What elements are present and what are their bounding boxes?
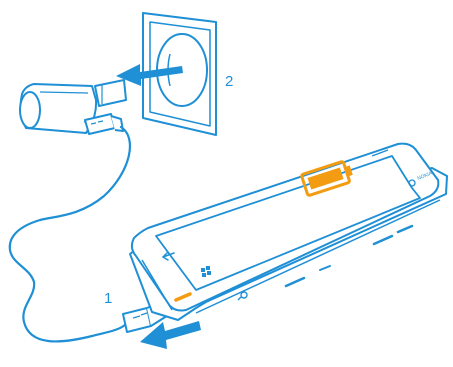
search-icon: [237, 291, 248, 301]
battery-charging-icon: [300, 160, 353, 197]
front-camera-icon: [408, 179, 416, 187]
unplug-from-socket-arrow: [116, 64, 183, 86]
step-1-label: 1: [104, 290, 113, 307]
micro-usb-port: [174, 292, 192, 302]
usb-cable: [8, 125, 131, 343]
unplug-from-phone-arrow: [140, 321, 201, 349]
phone-brand: NOKIA: [417, 170, 434, 182]
windows-logo-icon: [201, 266, 211, 277]
phone: NOKIA: [129, 142, 448, 321]
phone-screen: [155, 155, 421, 291]
step-2-label: 2: [225, 73, 234, 90]
back-arrow-icon: [162, 252, 175, 261]
charger-adapter: [19, 79, 127, 134]
wall-socket-icon: [142, 12, 217, 136]
